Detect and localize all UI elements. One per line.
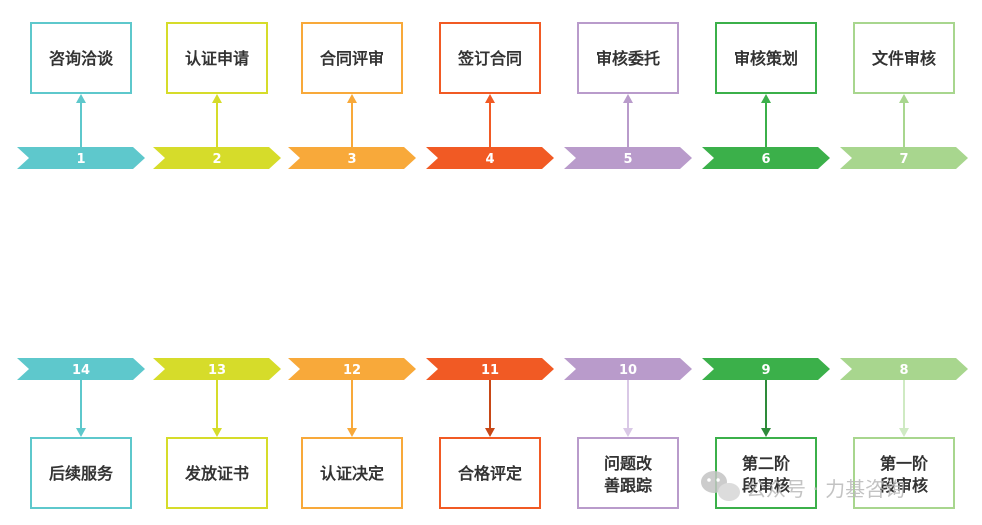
- step-chevron: [840, 147, 968, 169]
- arrow-head-icon: [899, 94, 909, 103]
- step-chevron: [17, 147, 145, 169]
- step-number: 11: [481, 363, 499, 378]
- step-chevron: [426, 358, 554, 380]
- step-box: [715, 22, 817, 94]
- step-box: [301, 437, 403, 509]
- step-number: 9: [761, 363, 770, 378]
- arrow-head-icon: [76, 428, 86, 437]
- step-number: 1: [76, 152, 85, 167]
- arrow-head-icon: [899, 428, 909, 437]
- arrow-head-icon: [761, 94, 771, 103]
- arrow-head-icon: [761, 428, 771, 437]
- arrow-head-icon: [76, 94, 86, 103]
- step-label-line: 段审核: [880, 476, 928, 495]
- arrow-head-icon: [485, 94, 495, 103]
- process-step-2: 2 认证申请: [153, 22, 281, 169]
- step-box: [166, 437, 268, 509]
- step-box: [853, 22, 955, 94]
- process-step-6: 6 审核策划: [702, 22, 830, 169]
- step-number: 5: [623, 152, 632, 167]
- step-number: 8: [899, 363, 908, 378]
- step-chevron: [564, 147, 692, 169]
- step-label: 后续服务: [49, 464, 114, 483]
- process-step-11: 11 合格评定: [426, 358, 554, 509]
- step-number: 3: [347, 152, 356, 167]
- step-number: 13: [208, 363, 226, 378]
- step-chevron: [840, 358, 968, 380]
- step-box: [853, 437, 955, 509]
- step-label: 咨询洽谈: [49, 49, 114, 68]
- step-label: 文件审核: [872, 49, 936, 68]
- arrow-head-icon: [623, 94, 633, 103]
- step-label-line: 第一阶: [880, 454, 929, 473]
- step-chevron: [153, 147, 281, 169]
- watermark: 公众号 · 力基咨询: [701, 471, 905, 501]
- step-box: [439, 22, 541, 94]
- step-chevron: [153, 358, 281, 380]
- step-box: [30, 437, 132, 509]
- arrow-head-icon: [623, 428, 633, 437]
- step-box: [166, 22, 268, 94]
- step-chevron: [426, 147, 554, 169]
- step-label: 审核委托: [596, 49, 660, 68]
- step-label: 签订合同: [457, 49, 522, 68]
- step-chevron: [288, 358, 416, 380]
- process-step-1: 1 咨询洽谈: [17, 22, 145, 169]
- wechat-icon: [701, 471, 740, 501]
- step-label: 审核策划: [734, 49, 798, 68]
- step-label: 合同评审: [320, 49, 384, 68]
- process-step-3: 3 合同评审: [288, 22, 416, 169]
- step-number: 10: [619, 363, 637, 378]
- arrow-head-icon: [485, 428, 495, 437]
- step-box: [577, 437, 679, 509]
- step-number: 4: [485, 152, 494, 167]
- step-number: 6: [761, 152, 770, 167]
- step-label: 认证申请: [185, 49, 249, 68]
- process-step-4: 4 签订合同: [426, 22, 554, 169]
- step-box: [301, 22, 403, 94]
- step-chevron: [288, 147, 416, 169]
- step-label-line: 第二阶: [742, 454, 791, 473]
- step-number: 2: [212, 152, 221, 167]
- step-label-line: 段审核: [742, 476, 790, 495]
- step-label: 合格评定: [458, 464, 522, 483]
- step-chevron: [702, 358, 830, 380]
- arrow-head-icon: [347, 94, 357, 103]
- step-box: [577, 22, 679, 94]
- arrow-head-icon: [212, 428, 222, 437]
- process-step-13: 13 发放证书: [153, 358, 281, 509]
- step-number: 7: [899, 152, 908, 167]
- arrow-head-icon: [212, 94, 222, 103]
- step-label-line: 问题改: [604, 454, 653, 473]
- process-step-12: 12 认证决定: [288, 358, 416, 509]
- step-chevron: [17, 358, 145, 380]
- step-box: [439, 437, 541, 509]
- step-label-line: 善跟踪: [604, 476, 652, 495]
- step-label: 认证决定: [320, 464, 384, 483]
- arrow-head-icon: [347, 428, 357, 437]
- step-label: 发放证书: [184, 464, 249, 483]
- process-step-14: 14 后续服务: [17, 358, 145, 509]
- step-number: 12: [343, 363, 361, 378]
- step-box: [30, 22, 132, 94]
- step-number: 14: [72, 363, 90, 378]
- process-step-5: 5 审核委托: [564, 22, 692, 169]
- watermark-text: 公众号 · 力基咨询: [746, 477, 905, 501]
- step-chevron: [702, 147, 830, 169]
- process-step-7: 7 文件审核: [840, 22, 968, 169]
- step-chevron: [564, 358, 692, 380]
